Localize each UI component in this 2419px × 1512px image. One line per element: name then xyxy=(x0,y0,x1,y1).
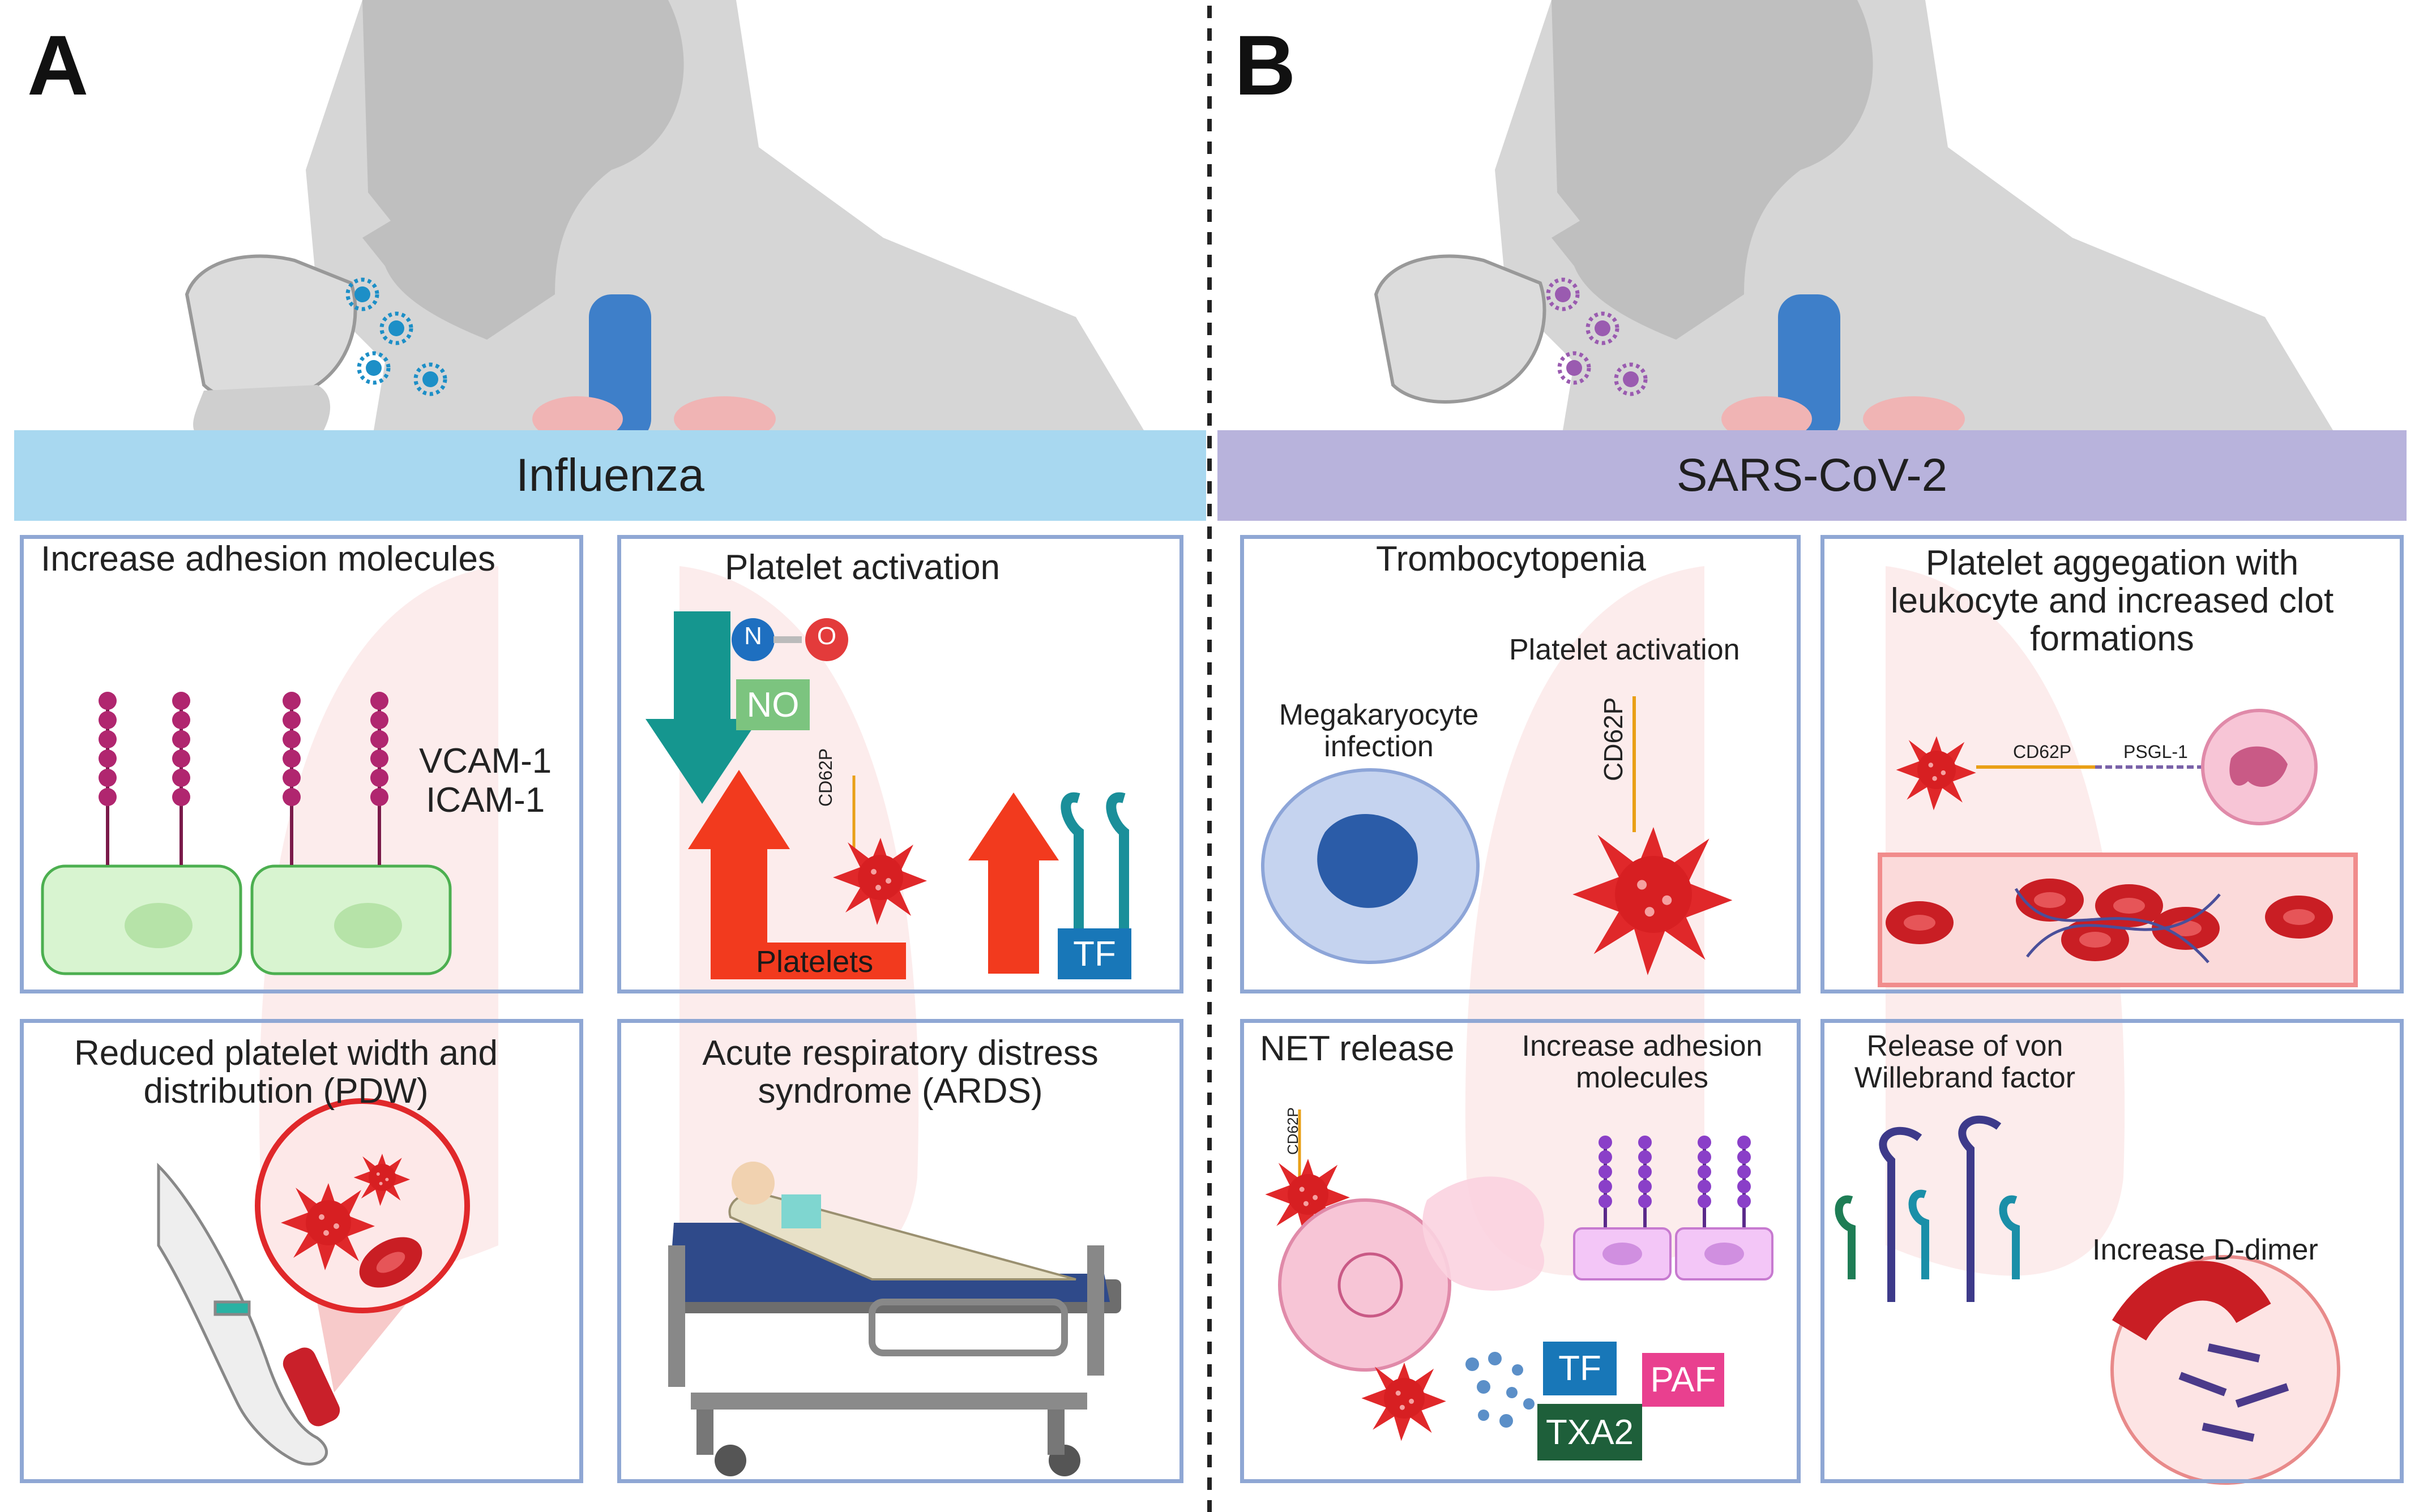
adhesion-molecule-names: VCAM-1 ICAM-1 xyxy=(419,742,552,820)
platelet-activation-box xyxy=(617,535,1183,993)
von-willebrand-factor-icon xyxy=(1835,1115,2020,1302)
vwf-box xyxy=(1820,1019,2404,1483)
down-arrow-icon xyxy=(646,611,759,804)
platelet-activation-title: Platelet activation xyxy=(725,548,1000,587)
tf-tag: TF xyxy=(1058,928,1131,979)
vwf-title: Release of von Willebrand factor xyxy=(1854,1030,2076,1095)
influenza-banner xyxy=(14,430,1206,521)
d-dimer-icon xyxy=(2110,1255,2340,1485)
net-icon xyxy=(1422,1176,1545,1291)
granule-release-icon xyxy=(1465,1352,1535,1428)
up-arrow-icon xyxy=(968,793,1059,974)
influenza-banner-label: Influenza xyxy=(516,449,704,501)
hospital-bed-patient-icon xyxy=(668,1162,1121,1476)
aggregation-box xyxy=(1820,535,2404,993)
neutrophil-icon xyxy=(1278,1198,1451,1372)
nitrogen-label: N xyxy=(744,622,762,650)
net-release-box xyxy=(1240,1019,1801,1483)
coughing-man-icon xyxy=(185,0,1144,442)
megakaryocyte-icon xyxy=(1261,768,1480,964)
adhesion-box xyxy=(20,535,583,993)
cd62p-label: CD62P xyxy=(1599,697,1628,781)
pdw-title: Reduced platelet width and distribution … xyxy=(74,1034,498,1111)
no-tag: NO xyxy=(736,679,810,730)
platelet-activation-label: Platelet activation xyxy=(1509,633,1740,666)
panel-a-label: A xyxy=(27,18,89,113)
platelets-label: Platelets xyxy=(756,945,874,979)
thrombocytopenia-title: Trombocytopenia xyxy=(1376,539,1646,579)
d-dimer-label: Increase D-dimer xyxy=(2092,1233,2318,1266)
sars-banner xyxy=(1217,430,2407,521)
adhesion-title: Increase adhesion molecules xyxy=(41,539,496,579)
sars-banner-label: SARS-CoV-2 xyxy=(1676,449,1948,501)
coughing-man-icon xyxy=(1374,0,2333,442)
ards-box xyxy=(617,1019,1183,1483)
endothelial-cell-icon xyxy=(41,864,452,975)
cd62p-label: CD62P xyxy=(1284,1107,1301,1155)
up-arrow-icon xyxy=(688,770,906,979)
panel-b-label: B xyxy=(1234,18,1296,113)
ards-title: Acute respiratory distress syndrome (ARD… xyxy=(702,1034,1099,1111)
tissue-factor-icon xyxy=(1061,792,1129,928)
cd62p-label: CD62P xyxy=(2013,742,2072,762)
megakaryocyte-label: Megakaryocyte infection xyxy=(1279,699,1479,764)
psgl1-label: PSGL-1 xyxy=(2123,742,2188,762)
cd62p-label: CD62P xyxy=(815,748,836,807)
paf-tag: PAF xyxy=(1642,1353,1724,1407)
thrombocytopenia-box xyxy=(1240,535,1801,993)
nitrogen-atom-icon xyxy=(732,618,775,661)
oxygen-label: O xyxy=(817,622,837,650)
aggregation-title: Platelet aggegation with leukocyte and i… xyxy=(1890,543,2334,658)
net-release-title: NET release xyxy=(1260,1029,1455,1068)
pdw-box xyxy=(20,1019,583,1483)
tf-tag: TF xyxy=(1543,1342,1617,1395)
txa2-tag: TXA2 xyxy=(1537,1404,1642,1460)
net-adhesion-title: Increase adhesion molecules xyxy=(1522,1030,1763,1095)
oxygen-atom-icon xyxy=(805,618,848,661)
blood-vessel-clot-icon xyxy=(1878,853,2358,987)
arm-blood-draw-icon xyxy=(157,1162,328,1466)
